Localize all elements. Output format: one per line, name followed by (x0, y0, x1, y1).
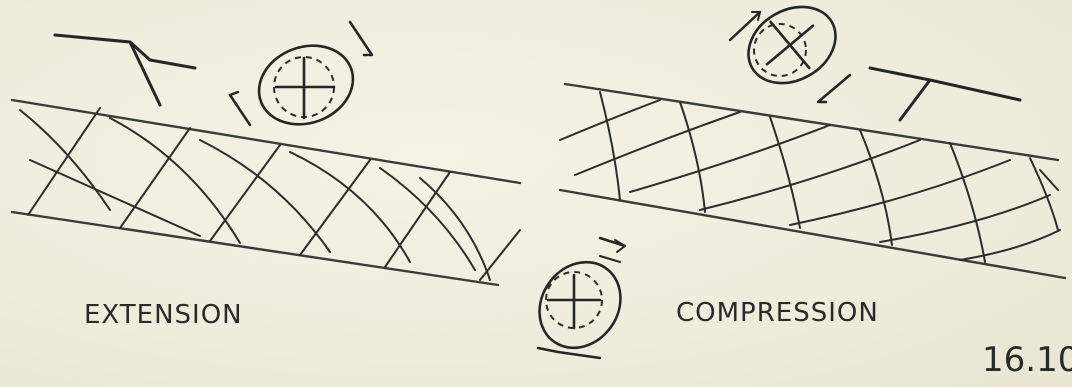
extension-zone-lower-boundary (12, 212, 498, 285)
extension-shear-arrow-left-head (230, 92, 238, 95)
center-strain-ellipse-group (523, 238, 637, 364)
extension-shear-arrow-left (230, 95, 250, 125)
compression-strain-ellipse (735, 0, 850, 98)
extension-fault-symbol (55, 35, 160, 105)
compression-shear-arrow-top (730, 12, 760, 40)
extension-diagram (12, 22, 520, 285)
center-strain-ellipse (523, 246, 637, 363)
extension-label: EXTENSION (84, 300, 243, 330)
center-shear-arrow-top-second (600, 256, 620, 262)
extension-fabric-set-a (28, 108, 520, 280)
compression-fault-symbol-branch (900, 80, 930, 120)
compression-label: COMPRESSION (676, 298, 879, 328)
compression-diagram (560, 0, 1065, 278)
extension-shear-arrow-right (350, 22, 372, 55)
center-shear-arrow-bottom (538, 348, 600, 358)
compression-shear-arrow-bottom (818, 75, 850, 102)
figure-number: 16.10 (982, 340, 1072, 380)
compression-zone-lower-boundary (560, 190, 1065, 278)
extension-fabric-set-b (20, 110, 490, 280)
compression-fault-symbol (870, 68, 1020, 100)
compression-fabric-set-b (560, 100, 1060, 260)
extension-strain-ellipse (248, 33, 364, 137)
center-shear-arrow-top-head (615, 240, 625, 252)
